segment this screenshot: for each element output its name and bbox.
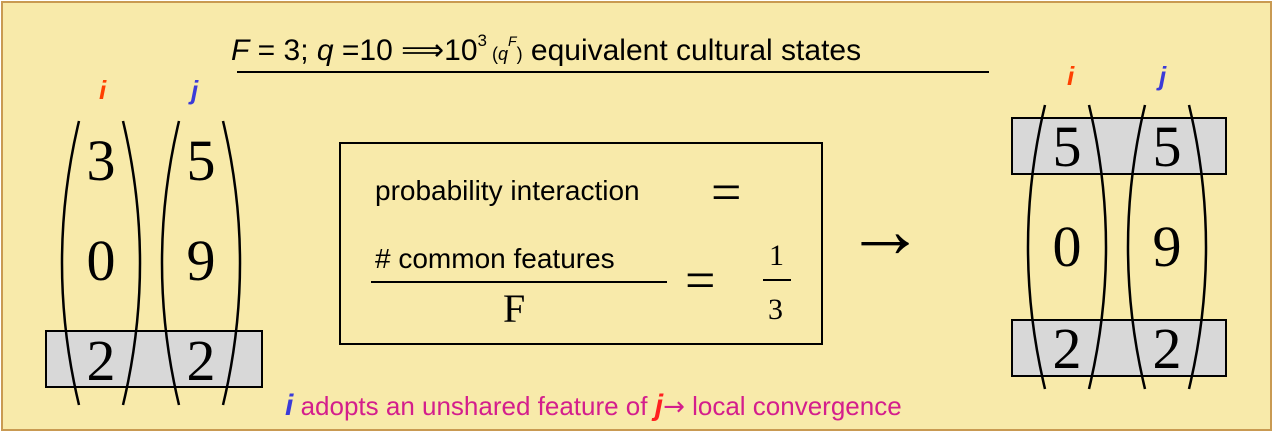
right-i-feature-1: 5 [1052,114,1082,179]
result-numerator: 1 [769,239,784,272]
title-exponent: 3 [477,31,487,50]
left-brackets [60,120,242,406]
right-j-bracket-close [1187,104,1208,390]
right-label-i: i [1067,61,1075,91]
left-i-feature-1: 3 [86,128,116,193]
right-i-feature-2: 0 [1052,214,1082,279]
title-arrow: ⟹ [401,34,445,67]
fraction-numerator: # common features [375,243,615,274]
left-j-feature-3: 2 [186,328,216,393]
title-paren-close: ) [516,44,523,64]
result-denominator: 3 [768,293,783,326]
left-i-bracket-open [60,120,81,406]
title-suffix: equivalent cultural states [522,34,862,67]
left-i-feature-2: 0 [86,228,116,293]
equals-sign-2: = [685,250,716,310]
fraction-bar [371,281,667,283]
left-j-feature-1: 5 [186,128,216,193]
bottom-j: j [654,389,664,422]
left-i-bracket-close [121,120,142,406]
left-label-j: j [191,75,199,105]
title-base: 10 [444,34,478,67]
title-F-inner: F [508,33,517,49]
bottom-caption: i adopts an unshared feature of j→ local… [285,389,1065,427]
left-i-feature-3: 2 [86,328,116,393]
right-label-j: j [1159,61,1167,91]
title-q-inner: q [497,44,508,64]
left-shared-highlight [45,330,263,388]
probability-label: probability interaction [375,175,640,206]
right-j-feature-3: 2 [1152,316,1182,381]
left-j-feature-2: 9 [186,228,216,293]
title-q: q [316,34,334,67]
right-j-feature-1: 5 [1152,114,1182,179]
left-label-i: i [99,75,107,105]
right-shared-highlight-bottom [1011,319,1227,377]
title-paren-open: ( [486,44,498,64]
bottom-text-1: adopts an unshared feature of [293,391,655,421]
equals-sign-1: = [711,162,742,222]
title-q-eq: =10 [333,34,402,67]
right-shared-highlight-top [1011,117,1227,175]
title-F-eq: = 3; [249,34,317,67]
left-j-bracket-close [221,120,242,406]
probability-box [339,142,823,345]
fraction-denominator: F [503,286,526,331]
title-formula: F = 3; q =10 ⟹103 (qF) equivalent cultur… [231,31,991,77]
right-j-bracket-open [1126,104,1147,390]
title-F: F [231,34,250,67]
bottom-text-2: local convergence [684,391,902,421]
right-brackets [1026,104,1208,390]
right-i-feature-3: 2 [1052,316,1082,381]
right-j-feature-2: 9 [1152,214,1182,279]
transition-arrow: → [845,187,925,275]
left-j-bracket-open [160,120,181,406]
bottom-i: i [285,389,294,422]
right-i-bracket-close [1087,104,1108,390]
result-fraction-bar [763,279,791,281]
bottom-arrow: → [663,392,685,422]
right-i-bracket-open [1026,104,1047,390]
title-underline [237,71,989,73]
